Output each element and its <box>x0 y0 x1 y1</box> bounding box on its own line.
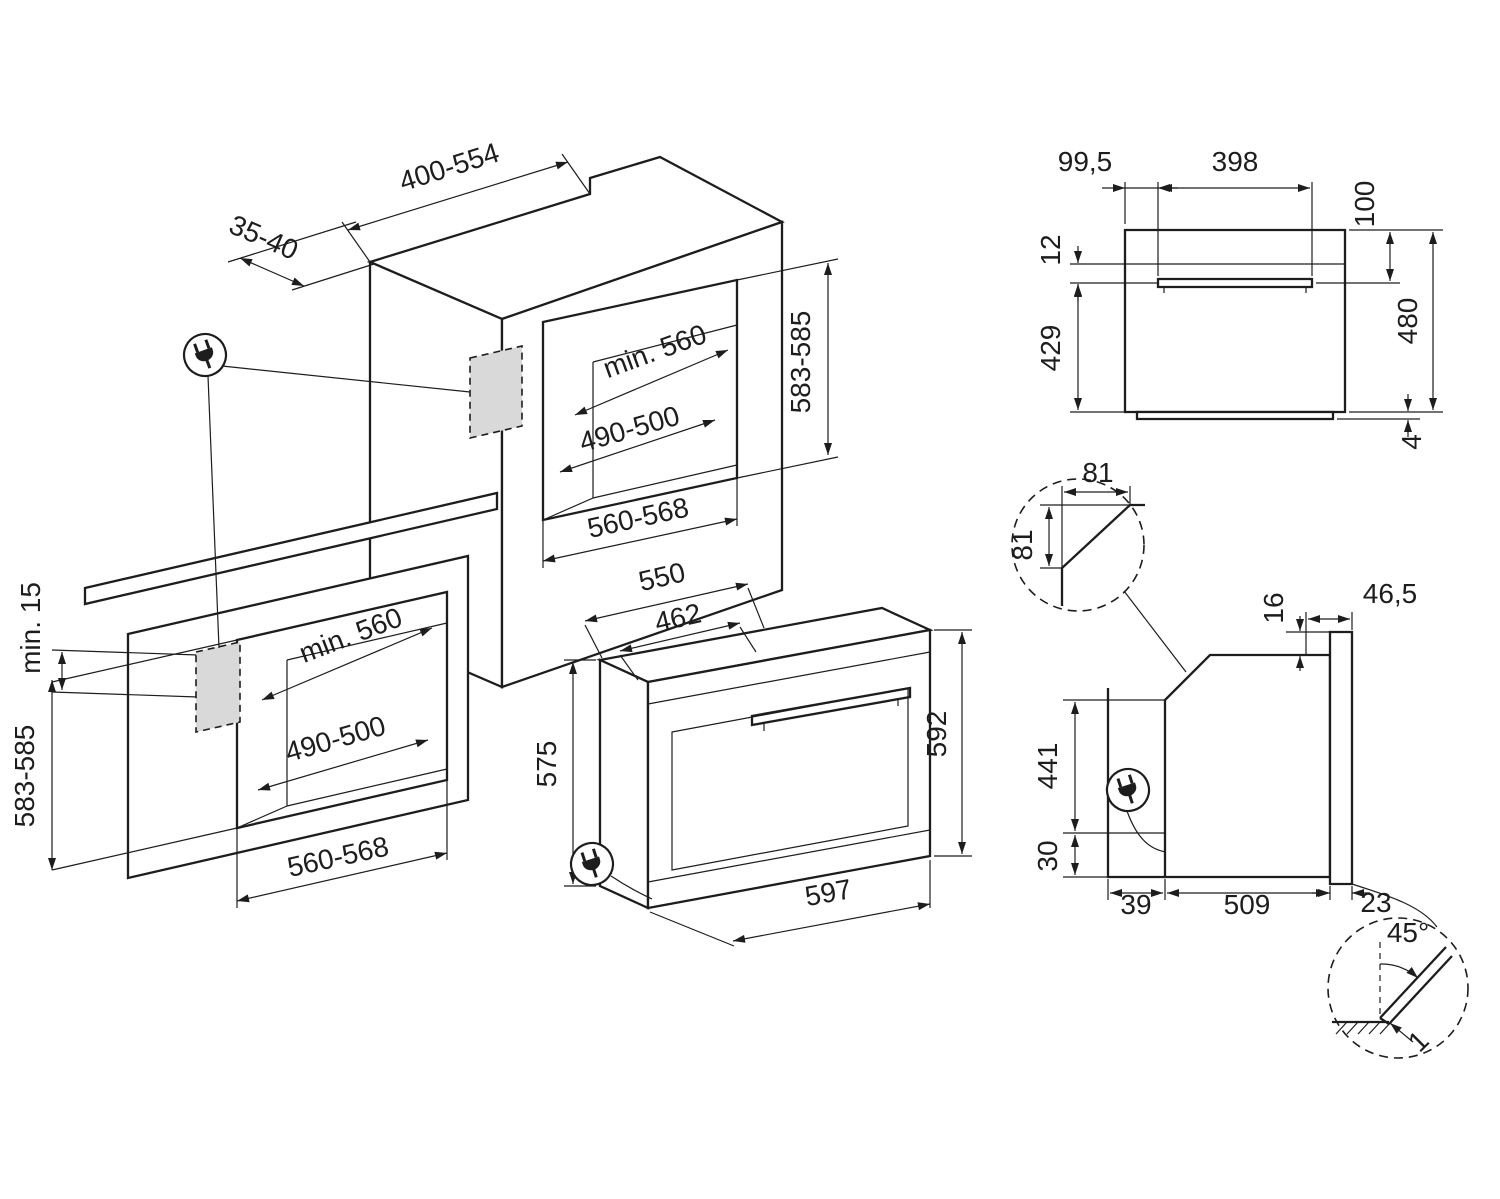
dim-chamfer-width: 81 <box>1082 457 1113 488</box>
front-view-feet <box>1135 410 1335 421</box>
dim-rear-panel-height: 441 <box>1032 743 1063 790</box>
dim-trim-gap: 12 <box>1035 234 1066 265</box>
detail-circle-door <box>1327 917 1469 1059</box>
dim-oven-rear-height: 575 <box>531 741 562 788</box>
detail-leader-door <box>1351 883 1438 928</box>
detail-door-panel <box>1379 946 1453 1025</box>
power-connection <box>182 332 523 734</box>
dim-line-oven-depth <box>584 582 749 623</box>
front-view-handle-mounts <box>1163 287 1307 293</box>
dim-line-niche-width-base <box>236 851 448 903</box>
door-angle-detail: 45° 1 <box>1327 883 1469 1059</box>
dim-top-clearance-side: 16 <box>1258 592 1289 623</box>
dim-handle-to-base: 429 <box>1035 325 1066 372</box>
outlet-leader-2 <box>207 375 220 649</box>
dim-niche-height-tall: 583-585 <box>785 311 816 414</box>
power-cable-side <box>1126 810 1167 853</box>
dim-front-overhang: 46,5 <box>1363 578 1418 609</box>
power-plug-icon <box>182 332 228 378</box>
dim-top-clearance: min. 15 <box>15 582 46 674</box>
power-cable <box>610 875 653 900</box>
outlet-leader-1 <box>221 365 471 393</box>
oven-door-inner <box>671 687 909 871</box>
dim-line-niche-depth-base <box>261 627 433 701</box>
power-plug-icon <box>569 841 615 887</box>
outlet-area-tall-unit <box>469 344 523 440</box>
front-view: 99,5 398 100 12 429 480 4 <box>1035 146 1443 450</box>
dim-foot-height: 4 <box>1396 434 1427 450</box>
dim-niche-height-base: 583-585 <box>9 725 40 828</box>
dim-bottom-clearance: 30 <box>1032 840 1063 871</box>
worktop <box>83 491 499 606</box>
dim-line-floor-width-tall <box>559 419 716 473</box>
oven-plinth-line <box>647 829 931 883</box>
dim-line-top-depth <box>347 161 569 231</box>
base-unit-view: min. 15 min. 560 490-500 583-585 560-568 <box>9 491 499 908</box>
front-view-body <box>1123 228 1347 414</box>
dim-line-floor-width-base <box>257 739 429 791</box>
dim-handle-offset: 99,5 <box>1058 146 1113 177</box>
side-view: 16 46,5 441 30 39 509 23 <box>1007 457 1469 1059</box>
front-view-handle <box>1156 277 1314 289</box>
dim-line-front-gap <box>239 257 305 287</box>
outlet-area-base-unit <box>195 640 241 734</box>
chamfer-detail: 81 81 <box>1007 457 1187 673</box>
dim-line-oven-width <box>732 902 931 943</box>
detail-circle-chamfer <box>1011 478 1145 612</box>
dim-line-niche-depth-tall <box>574 349 729 416</box>
dim-handle-width: 398 <box>1212 146 1259 177</box>
dim-rear-gap: 39 <box>1120 889 1151 920</box>
detail-angle-arc <box>1379 963 1419 979</box>
dim-chamfer-height: 81 <box>1007 529 1038 560</box>
dim-oven-front-height: 592 <box>921 711 952 758</box>
dim-door-floor-gap: 1 <box>1402 1025 1435 1058</box>
dim-body-depth: 509 <box>1224 889 1271 920</box>
tall-unit-niche-opening <box>541 278 739 522</box>
side-view-body <box>1163 653 1332 879</box>
dim-door-angle: 45° <box>1387 917 1429 948</box>
oven-control-panel-line <box>647 651 931 705</box>
detail-gap-arrow <box>1389 1022 1414 1043</box>
side-view-door <box>1328 630 1354 886</box>
oven-handle-mounts <box>763 698 899 731</box>
dim-top-to-handle: 100 <box>1349 181 1380 228</box>
dim-top-depth: 400-554 <box>395 137 502 197</box>
dim-front-gap: 35-40 <box>225 209 303 266</box>
oven-iso-view: 550 462 575 592 597 <box>531 556 972 947</box>
power-plug-icon <box>1105 767 1151 813</box>
detail-floor-hatch <box>1335 1021 1392 1035</box>
dim-total-height: 480 <box>1392 298 1423 345</box>
dim-line-oven-body-depth <box>619 621 741 653</box>
detail-leader-chamfer <box>1123 590 1187 673</box>
dim-line-niche-width-tall <box>542 517 738 563</box>
